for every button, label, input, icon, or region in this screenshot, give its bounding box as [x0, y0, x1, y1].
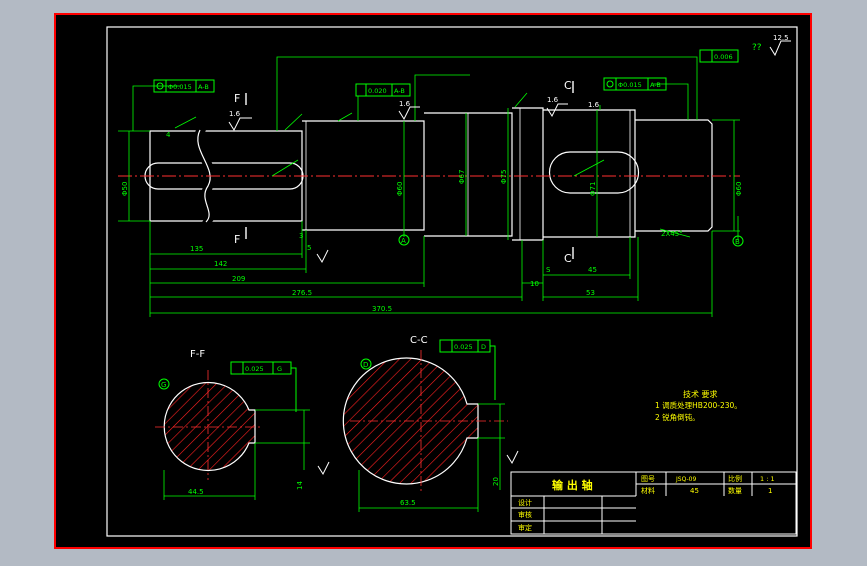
- tol-frame-runout-left: Φ0.015 A-B: [153, 79, 215, 93]
- scale-label: 比例: [728, 474, 742, 483]
- section-label-F-top: F: [234, 92, 240, 105]
- notes-line-2: 2 锐角倒钝。: [655, 412, 700, 422]
- dim-d60-right: Φ60: [735, 182, 743, 196]
- drawing-no: JSQ-09: [675, 476, 696, 483]
- dimension-text: 135 142 209 276.5 370.5 10 53 45 5 S 3 4…: [121, 131, 743, 313]
- section-FF-shape: [163, 381, 256, 472]
- approver-label: 审定: [518, 523, 532, 532]
- tol-frame-runout-right: Φ0.015 A-B: [603, 77, 667, 91]
- tolerance-frames: Φ0.015 A-B 0.020 A-B Φ0.015 A-B 0.006: [153, 49, 739, 412]
- dim-chamfer: 2X45°: [661, 230, 683, 238]
- drawing-frame: [106, 26, 798, 537]
- collar-75-outline: [512, 107, 544, 241]
- datum-B: B: [735, 238, 740, 246]
- dim-3: 3: [299, 232, 303, 240]
- tol-runout-left-value: Φ0.015: [168, 83, 192, 91]
- section-label-C-bottom: C: [564, 252, 572, 265]
- tol-parallel-datum: A-B: [394, 87, 405, 95]
- tolerance-mark: ??: [752, 43, 762, 53]
- notes-title: 技术 要求: [683, 389, 718, 399]
- roughness-text: 1.6 1.6 1.6 1.6 12.5 ??: [229, 34, 789, 118]
- break-mask: [193, 130, 217, 222]
- dim-135: 135: [190, 245, 203, 253]
- dimension-lines: [118, 56, 740, 317]
- roughness-general: 12.5: [773, 34, 789, 42]
- drawing-no-label: 图号: [641, 475, 655, 483]
- tol-sym-C-datum: D: [481, 343, 486, 351]
- right-keyway-slot: [548, 151, 640, 194]
- datum-markers: A B: [398, 234, 744, 247]
- dim-d71: Φ71: [589, 182, 597, 196]
- part-name: 输 出 轴: [552, 478, 593, 492]
- dim-209: 209: [232, 275, 245, 283]
- section-CC-label: C-C: [410, 335, 428, 346]
- section-label-C-top: C: [564, 79, 572, 92]
- roughness-3: 1.6: [547, 96, 559, 104]
- notes-line-1: 1 调质处理HB200-230。: [655, 400, 742, 410]
- material-value: 45: [690, 487, 699, 495]
- dim-S: S: [546, 266, 551, 274]
- dim-45: 45: [588, 266, 597, 274]
- tol-frame-parallel: 0.020 A-B: [355, 83, 411, 97]
- section-label-F-bottom: F: [234, 233, 240, 246]
- tol-cyl-value: 0.006: [714, 53, 733, 61]
- roughness-4: 1.6: [588, 101, 600, 109]
- tol-runout-right-value: Φ0.015: [618, 81, 642, 89]
- datum-G: G: [161, 381, 166, 389]
- dim-key-F-depth: 44.5: [188, 488, 204, 496]
- title-block: [510, 471, 797, 535]
- dim-4: 4: [166, 131, 171, 139]
- dim-5: 5: [307, 244, 311, 252]
- dim-key-F-width: 14: [296, 481, 304, 490]
- dim-2765: 276.5: [292, 289, 312, 297]
- section-cut-marks: [245, 81, 574, 259]
- tol-runout-left-datum: A-B: [198, 83, 209, 91]
- tol-runout-right-datum: A-B: [650, 81, 661, 89]
- dim-key-C-depth: 63.5: [400, 499, 416, 507]
- left-keyway-slot: [144, 162, 304, 190]
- tol-frame-sym-F: 0.025 G: [230, 361, 297, 412]
- dim-53: 53: [586, 289, 595, 297]
- dim-d75: Φ75: [500, 170, 508, 184]
- tol-frame-sym-C: 0.025 D: [439, 339, 496, 400]
- datum-D: D: [363, 361, 368, 369]
- tol-sym-F-datum: G: [277, 365, 282, 373]
- dim-d60-mid: Φ60: [396, 182, 404, 196]
- technical-notes: 技术 要求 1 调质处理HB200-230。 2 锐角倒钝。: [655, 389, 742, 422]
- dim-key-C-width: 20: [492, 477, 500, 486]
- tol-sym-C-value: 0.025: [454, 343, 473, 351]
- section-FF-view: F-F 44.5 14 G: [155, 349, 310, 500]
- roughness-2: 1.6: [399, 100, 411, 108]
- datum-A: A: [401, 237, 406, 245]
- break-line: [197, 129, 211, 223]
- qty-value: 1: [768, 487, 772, 495]
- dim-3705: 370.5: [372, 305, 392, 313]
- tol-sym-F-value: 0.025: [245, 365, 264, 373]
- dim-d50: Φ50: [121, 182, 129, 196]
- qty-label: 数量: [728, 486, 742, 495]
- section-FF-label: F-F: [190, 349, 205, 360]
- title-block-text: 输 出 轴 图号 JSQ-09 比例 1 : 1 材料 45 数量 1 设计 审…: [518, 474, 775, 532]
- dim-142: 142: [214, 260, 227, 268]
- roughness-1: 1.6: [229, 110, 241, 118]
- material-label: 材料: [641, 486, 655, 495]
- gear-seat-outline: [543, 109, 636, 238]
- designer-label: 设计: [518, 498, 532, 507]
- step-edges: [305, 108, 631, 240]
- dim-10: 10: [530, 280, 539, 288]
- section-CC-view: C-C 63.5 20 D: [342, 335, 508, 512]
- roughness-symbols: [228, 40, 791, 476]
- scale-value: 1 : 1: [760, 475, 775, 483]
- checker-label: 审核: [518, 510, 532, 519]
- tol-frame-cylindricity: 0.006: [699, 49, 739, 63]
- dim-d67: Φ67: [458, 170, 466, 184]
- shoulder-60-outline: [302, 120, 425, 231]
- tol-parallel-value: 0.020: [368, 87, 387, 95]
- right-journal-outline: [635, 119, 713, 232]
